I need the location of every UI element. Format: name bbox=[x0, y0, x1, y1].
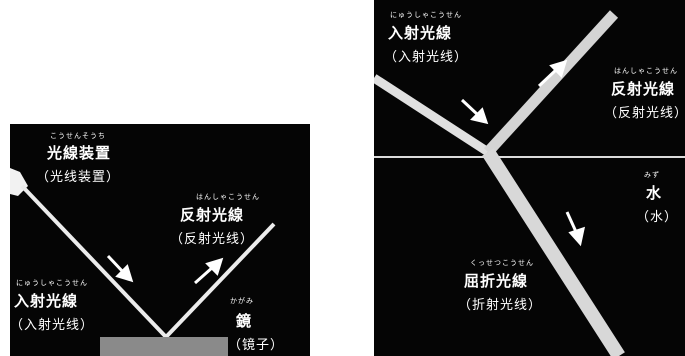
device-furigana: こうせんそうち bbox=[50, 132, 106, 140]
refracted-furigana: くっせつこうせん bbox=[470, 259, 534, 267]
refracted-label: 屈折光線 bbox=[464, 272, 529, 290]
incident-furigana: にゅうしゃこうせん bbox=[16, 279, 88, 287]
device-sub-label: （光线装置） bbox=[36, 170, 121, 185]
reflection-diagram: こうせんそうち 光線装置 （光线装置） はんしゃこうせん 反射光線 （反射光线）… bbox=[10, 124, 310, 356]
incident-arrow bbox=[460, 98, 489, 125]
mirror-label: 鏡 bbox=[236, 312, 253, 330]
reflected-label: 反射光線 bbox=[611, 80, 676, 98]
mirror-sub-label: （镜子） bbox=[228, 338, 285, 353]
reflected-furigana: はんしゃこうせん bbox=[196, 193, 260, 201]
reflected-sub-label: （反射光线） bbox=[604, 106, 685, 121]
reflected-arrow bbox=[194, 257, 224, 285]
refracted-beam bbox=[482, 148, 625, 356]
incident-beam bbox=[374, 74, 491, 156]
incident-sub-label: （入射光线） bbox=[384, 50, 469, 65]
incident-sub-label: （入射光线） bbox=[10, 318, 95, 333]
reflected-sub-label: （反射光线） bbox=[170, 232, 255, 247]
reflected-beam bbox=[483, 10, 619, 156]
reflected-furigana: はんしゃこうせん bbox=[614, 67, 678, 75]
reflected-beam bbox=[164, 222, 276, 339]
incident-label: 入射光線 bbox=[388, 24, 453, 42]
device-label: 光線装置 bbox=[47, 144, 112, 162]
incident-label: 入射光線 bbox=[14, 292, 79, 310]
reflected-label: 反射光線 bbox=[180, 206, 245, 224]
refracted-arrow bbox=[565, 211, 586, 247]
mirror bbox=[100, 337, 228, 356]
incident-arrow bbox=[106, 254, 134, 283]
refraction-diagram: にゅうしゃこうせん 入射光線 （入射光线） はんしゃこうせん 反射光線 （反射光… bbox=[374, 0, 685, 356]
incident-beam bbox=[20, 184, 168, 339]
refracted-sub-label: （折射光线） bbox=[458, 298, 543, 313]
reflected-arrow bbox=[537, 59, 568, 88]
mirror-furigana: かがみ bbox=[230, 297, 254, 305]
reflection-drawing bbox=[10, 168, 276, 356]
water-furigana: みず bbox=[644, 171, 660, 179]
incident-furigana: にゅうしゃこうせん bbox=[390, 11, 462, 19]
water-sub-label: （水） bbox=[636, 210, 679, 225]
refraction-drawing bbox=[374, 10, 685, 356]
water-label: 水 bbox=[646, 184, 663, 202]
